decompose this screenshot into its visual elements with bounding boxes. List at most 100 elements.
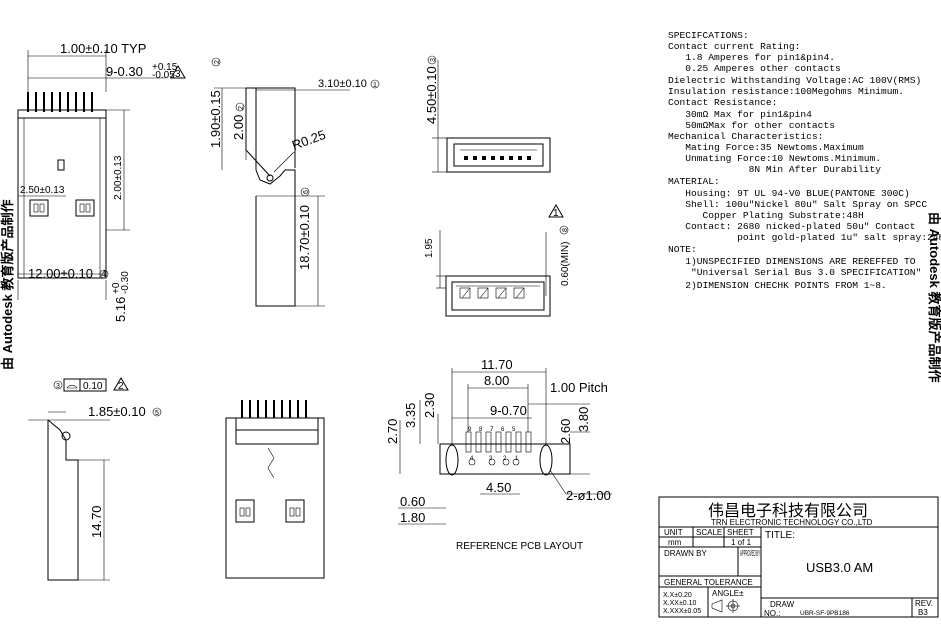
pcb-pads xyxy=(465,431,532,466)
spec-line: NOTE: xyxy=(668,244,697,255)
spec-line: Mechanical Characteristics: xyxy=(668,131,823,142)
dim-pin-pitch-tol-dn: -0.05 xyxy=(152,70,175,81)
contact-cross-section xyxy=(459,287,525,299)
mark-5: 5 xyxy=(155,410,159,417)
pin-group-bottom xyxy=(241,400,307,418)
pin-group xyxy=(27,92,93,112)
dim-250: 2.50±0.13 xyxy=(20,185,65,196)
tb-title-val: USB3.0 AM xyxy=(806,560,873,575)
tb-approved-by: APPROVED BY xyxy=(740,549,760,558)
view-top-plan: 1.00±0.10 TYP 9-0.30 +0.15 -0.05 3 2.00±… xyxy=(17,41,186,322)
spec-line: Contact current Rating: xyxy=(668,41,800,52)
dim-310: 3.10±0.10 xyxy=(318,78,367,90)
dim-195: 1.95 xyxy=(424,238,435,258)
title-block: 伟昌电子科技有限公司 TRN ELECTRONIC TECHNOLOGY CO.… xyxy=(658,496,939,618)
mark-1: 1 xyxy=(373,82,377,89)
tb-drawn-by: DRAWN BY xyxy=(664,549,707,558)
tb-scale-label: SCALE xyxy=(696,528,722,537)
pcb-pin-6: 6 xyxy=(501,427,505,433)
tb-no-label: NO.: xyxy=(764,609,780,618)
mark-2b: 2 xyxy=(238,106,245,110)
spec-line: 30mΩ Max for pin1&pin4 xyxy=(668,109,812,120)
spec-line: "Universal Serial Bus 3.0 SPECIFICATION" xyxy=(668,267,921,278)
tb-unit-val: mm xyxy=(668,538,682,547)
view-pcb-layout: 9 8 7 6 5 4 3 2 1 11.70 8.00 1.00 Pitch … xyxy=(385,357,612,552)
pcb-pin-7: 7 xyxy=(490,427,494,433)
dim-r025: R0.25 xyxy=(290,127,328,153)
flag-1: 1 xyxy=(553,208,559,219)
spec-line: 50mΩMax for other contacts xyxy=(668,120,835,131)
spec-line: Copper Plating Substrate:48H xyxy=(668,210,864,221)
spec-line: Insulation resistance:100Megohms Minimum… xyxy=(668,86,904,97)
mark-4: 4 xyxy=(101,269,107,280)
dim-pcb-270: 2.70 xyxy=(385,419,400,444)
tb-sheet-val: 1 of 1 xyxy=(731,538,752,547)
dim-pcb-060: 0.60 xyxy=(400,494,425,509)
watermark-right: 由 Autodesk 教育版产品制作 xyxy=(927,212,941,382)
spec-line: Housing: 9T UL 94-V0 BLUE(PANTONE 300C) xyxy=(668,188,910,199)
dim-flatness: 0.10 xyxy=(83,381,103,392)
view-side-bottom: 14.70 1.85±0.10 5 3 0.10 2 xyxy=(28,377,162,581)
dim-190: 1.90±0.15 xyxy=(208,90,223,148)
flag-3: 3 xyxy=(175,69,181,80)
view-front-top: 4.50±0.10 3 xyxy=(424,55,551,173)
company-en: TRN ELECTRONIC TECHNOLOGY CO.,LTD xyxy=(711,518,873,527)
pcb-pin-3: 3 xyxy=(489,456,493,462)
dim-450: 4.50±0.10 xyxy=(424,66,439,124)
dim-200: 2.00 xyxy=(231,115,246,140)
mark-6: 6 xyxy=(303,190,310,194)
dim-1870: 18.70±0.10 xyxy=(297,205,312,270)
spec-line: Unmating Force:10 Newtoms.Minimum. xyxy=(668,153,881,164)
dim-pcb-335: 3.35 xyxy=(403,403,418,428)
dim-pin-pitch-tol-up: +0.15 xyxy=(152,62,178,73)
dim-200-013: 2.00±0.13 xyxy=(113,155,124,200)
pcb-pin-5: 5 xyxy=(512,427,516,433)
spec-line: Contact Resistance: xyxy=(668,97,777,108)
dim-pcb-9x: 9-0.70 xyxy=(490,403,527,418)
dim-pin-width: 1.00±0.10 TYP xyxy=(60,41,146,56)
contact-row xyxy=(464,156,531,160)
spec-line: SPECIFCATIONS: xyxy=(668,30,749,41)
tb-tol2: X.XX±0.10 xyxy=(663,600,697,607)
spec-line: MATERIAL: xyxy=(668,176,720,187)
view-side: 1.90±0.15 2 2.00 2 3.10±0.10 1 R0.25 18.… xyxy=(208,57,380,307)
dim-516-tol-dn: -0.30 xyxy=(120,271,131,294)
spec-line: 1.8 Amperes for pin1&pin4. xyxy=(668,52,835,63)
tb-rev-label: REV. xyxy=(915,599,933,608)
spec-line: 1)UNSPECIFIED DIMENSIONS ARE REREFFED TO xyxy=(668,256,916,267)
spec-line: point gold-plated 1u" salt spray:24H xyxy=(668,232,941,243)
tb-sheet-label: SHEET xyxy=(727,528,754,537)
spec-line: 8N Min After Durability xyxy=(668,164,881,175)
dim-pcb-pitch: 1.00 Pitch xyxy=(550,380,608,395)
dim-pin-pitch: 9-0.30 xyxy=(106,64,143,79)
projection-symbol-icon xyxy=(711,599,740,613)
mark-8: 8 xyxy=(562,228,569,232)
dim-pcb-230: 2.30 xyxy=(422,393,437,418)
dim-516-tol-up: +0 xyxy=(111,282,122,294)
dim-pcb-800: 8.00 xyxy=(484,373,509,388)
tb-draw-label: DRAW xyxy=(770,600,795,609)
pcb-pin-1: 1 xyxy=(515,456,519,462)
spec-block: SPECIFCATIONS: Contact current Rating: 1… xyxy=(668,30,941,291)
dim-pcb-450: 4.50 xyxy=(486,480,511,495)
dim-060: 0.60(MIN) xyxy=(560,242,571,286)
mark-2a: 2 xyxy=(214,60,221,64)
view-front-mid: 1.95 0.60(MIN) 8 1 xyxy=(424,204,571,317)
tb-title-label: TITLE: xyxy=(765,530,795,541)
mark-flat: 3 xyxy=(56,383,60,390)
dim-1470: 14.70 xyxy=(89,505,104,538)
dim-pcb-380: 3.80 xyxy=(576,407,591,432)
company-cn: 伟昌电子科技有限公司 xyxy=(708,502,868,520)
tb-tol3: X.XXX±0.05 xyxy=(663,608,701,615)
dim-pcb-1170: 11.70 xyxy=(481,357,513,372)
spec-line: 2)DIMENSION CHECHK POINTS FROM 1~8. xyxy=(668,280,887,291)
tb-gen-tol: GENERAL TOLERANCE xyxy=(664,578,753,587)
dim-516: 5.16 xyxy=(113,297,128,322)
dim-1200: 12.00±0.10 xyxy=(28,266,93,281)
tb-rev-val: B3 xyxy=(918,608,928,617)
tb-unit-label: UNIT xyxy=(664,528,683,537)
spec-line: Mating Force:35 Newtoms.Maximum xyxy=(668,142,864,153)
flag-2: 2 xyxy=(118,381,124,392)
view-bottom-plan xyxy=(225,400,325,579)
